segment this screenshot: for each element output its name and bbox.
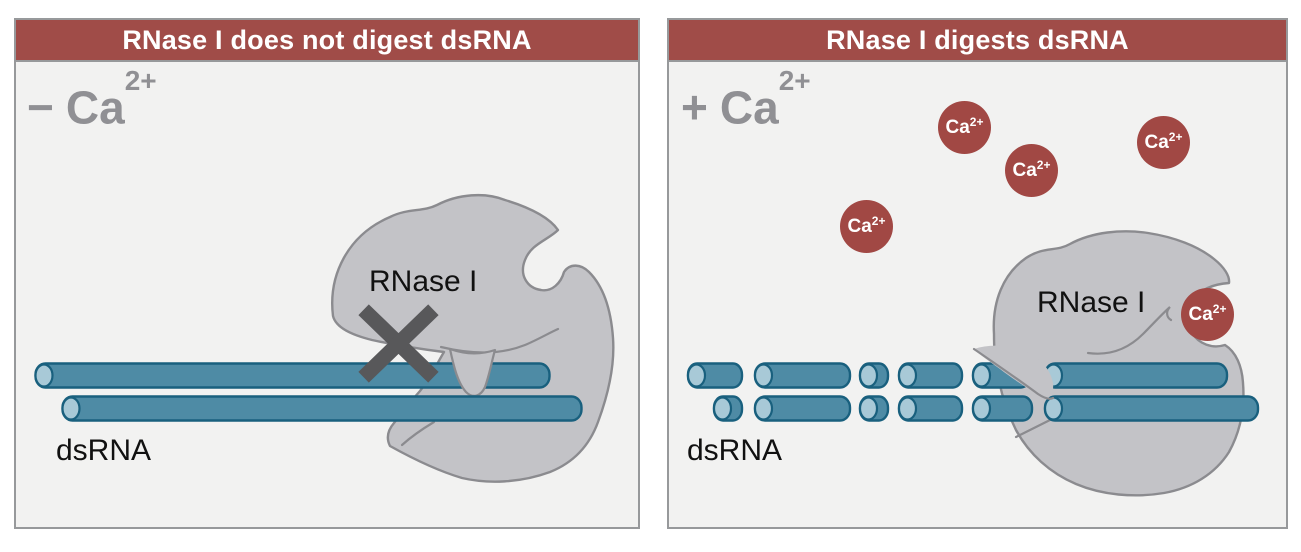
ion-symbol: Ca [1012,160,1037,181]
dsrna-fragment [897,362,964,389]
dsrna-fragment [753,395,852,422]
enzyme-crease-lines-left [400,327,560,447]
panel-header-left: RNase I does not digest dsRNA [14,18,640,62]
panel-header-right: RNase I digests dsRNA [667,18,1288,62]
ion-charge: 2+ [1212,301,1227,316]
dsrna-strand-bottom [61,395,583,422]
dsrna-fragment [753,362,852,389]
enzyme-blob-left [331,193,615,483]
dsrna-fragment [1043,395,1260,422]
dsrna-fragment [971,395,1034,422]
dsrna-fragment [1043,362,1229,389]
minus-sign: − [27,81,54,134]
calcium-symbol: Ca [719,81,779,134]
no-digestion-x-icon [358,304,439,383]
dsrna-label-left: dsRNA [56,434,152,467]
calcium-symbol: Ca [65,81,125,134]
dsrna-fragment [897,395,964,422]
enzyme-fang-left [448,347,497,397]
panel-title-left: RNase I does not digest dsRNA [122,24,532,55]
ion-charge: 2+ [969,114,984,129]
dsrna-fragment [858,362,890,389]
ion-symbol: Ca [847,216,872,237]
ion-charge: 2+ [871,213,886,228]
charge-superscript: 2+ [778,65,811,96]
panel-title-right: RNase I digests dsRNA [826,24,1129,55]
dsrna-fragment [686,362,744,389]
plus-sign: + [681,81,708,134]
ion-charge: 2+ [1168,129,1183,144]
panel-no-calcium: RNase I does not digest dsRNA [14,18,640,529]
enzyme-label-right: RNase I [1037,286,1146,319]
dsrna-label-right: dsRNA [687,434,783,467]
dsrna-fragments-bottom [712,395,1260,422]
enzyme-label-left: RNase I [369,265,478,298]
panel-with-calcium: RNase I digests dsRNA [667,18,1288,529]
charge-superscript: 2+ [124,65,157,96]
enzyme-lip-overhang [972,345,1055,400]
rna-cap [34,363,54,388]
condition-label-with-calcium: +Ca2+ [681,67,811,134]
dsrna-fragment [712,395,744,422]
condition-label-no-calcium: −Ca2+ [27,67,157,134]
dsrna-fragments-top [686,362,1229,389]
ion-charge: 2+ [1036,157,1051,172]
rna-cap [61,396,81,421]
ion-symbol: Ca [1144,132,1169,153]
dsrna-fragment [858,395,890,422]
ion-symbol: Ca [1188,304,1213,325]
ion-symbol: Ca [945,117,970,138]
